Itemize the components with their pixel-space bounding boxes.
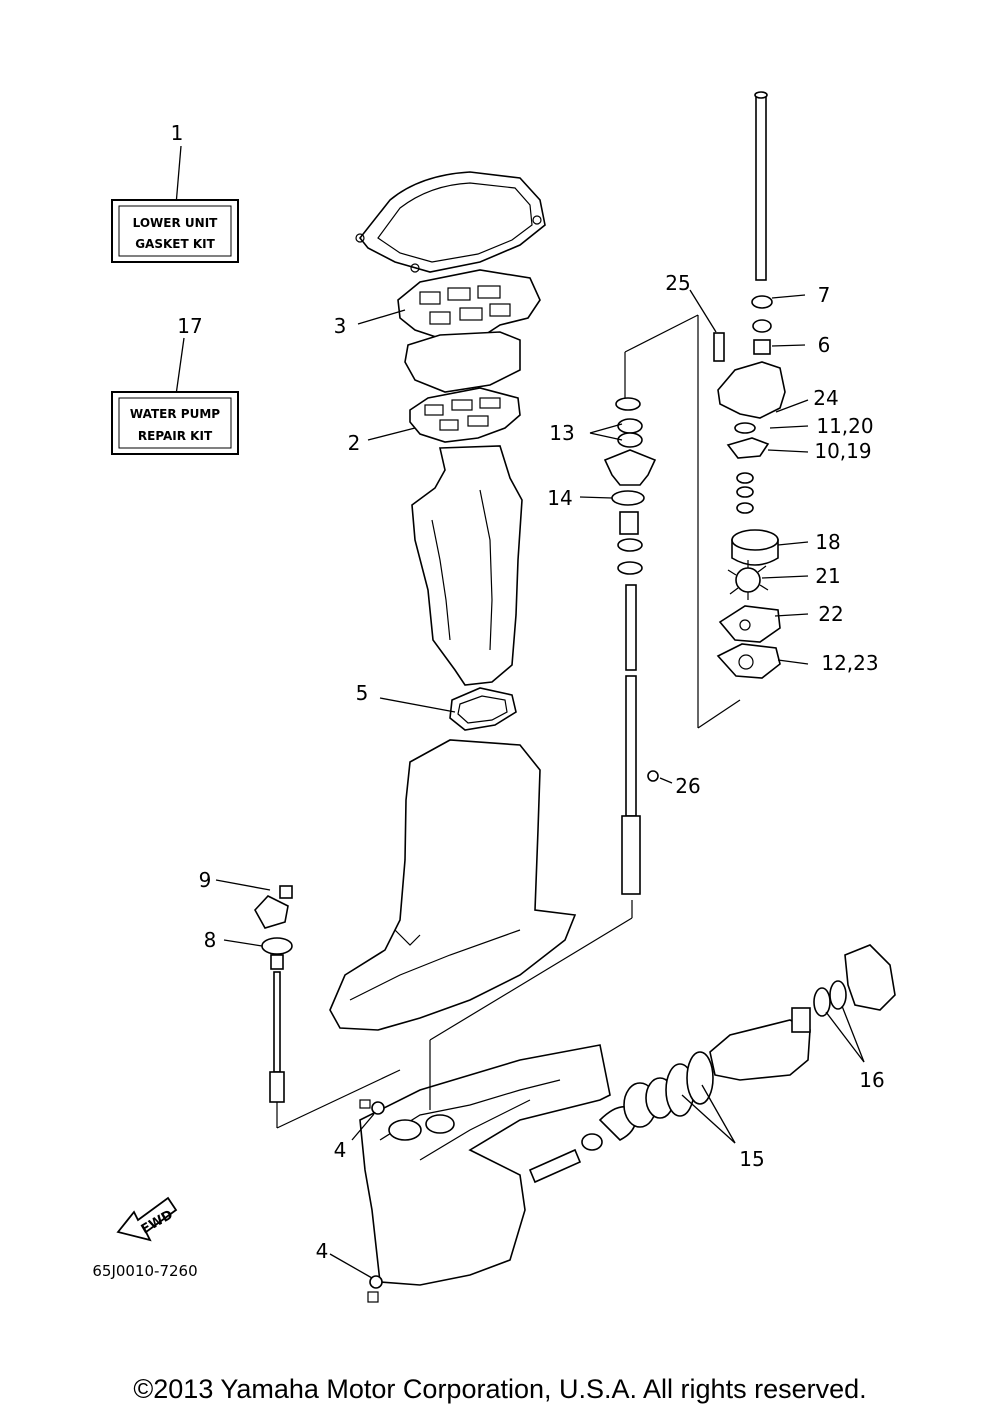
shift-rod [751,91,773,355]
propeller-cap [844,944,896,1011]
copyright-notice: ©2013 Yamaha Motor Corporation, U.S.A. A… [133,1374,867,1404]
kit-label-line2: REPAIR KIT [138,429,213,443]
callout-15: 15 [739,1147,764,1171]
callout-12-23: 12,23 [821,651,878,675]
bearing-housing [709,1019,811,1081]
callout-18: 18 [815,530,840,554]
pump-housing [717,361,786,419]
callout-25: 25 [665,271,690,295]
gasket-2 [409,387,521,443]
callout-2: 2 [348,431,361,455]
kit-lower-unit-gasket[interactable]: 1 LOWER UNIT GASKET KIT [111,121,239,263]
gasket-15 [665,1051,714,1117]
callout-26: 26 [675,774,700,798]
kit-water-pump-repair[interactable]: 17 WATER PUMP REPAIR KIT [111,314,239,455]
gasket-12-23 [716,643,781,679]
callout-1: 1 [171,121,184,145]
seal-5 [449,687,517,731]
kit-label-line2: GASKET KIT [135,237,215,251]
drain-plug-upper [359,1099,385,1115]
callout-10-19: 10,19 [814,439,871,463]
drive-shaft [429,314,741,1110]
callout-11-20: 11,20 [816,414,873,438]
callout-21: 21 [815,564,840,588]
callout-9: 9 [199,868,212,892]
callout-22: 22 [818,602,843,626]
callout-14: 14 [547,486,572,510]
callout-16: 16 [859,1068,884,1092]
lower-casing [329,739,577,1031]
callout-17: 17 [177,314,202,338]
top-cover [355,171,546,273]
impeller-21 [727,560,769,600]
callout-7: 7 [818,283,831,307]
callout-24: 24 [813,386,838,410]
drawing-number: 65J0010-7260 [92,1262,197,1280]
callout-6: 6 [818,333,831,357]
bolt-25 [689,289,725,362]
callout-4-lower: 4 [316,1239,329,1263]
outer-plate-22 [718,605,781,643]
pump-cup-18 [731,529,779,566]
seals-16 [813,980,847,1017]
callout-3: 3 [334,314,347,338]
callout-4-upper: 4 [334,1138,347,1162]
ring-26 [647,770,659,782]
insert-cartridge [726,437,770,459]
kit-label-line1: WATER PUMP [130,407,220,421]
upper-casing [411,445,523,686]
gasket-3 [397,269,541,341]
callout-5: 5 [356,681,369,705]
drain-plug-lower [367,1275,383,1303]
fwd-arrow-icon: FWD [116,1196,178,1242]
kit-label-line1: LOWER UNIT [133,216,219,230]
bushing [791,1007,811,1033]
callout-13: 13 [549,421,574,445]
callout-8: 8 [204,928,217,952]
gear-case [359,1044,611,1286]
shift-rod-lower [254,885,401,1129]
spacer-plate [404,331,521,393]
